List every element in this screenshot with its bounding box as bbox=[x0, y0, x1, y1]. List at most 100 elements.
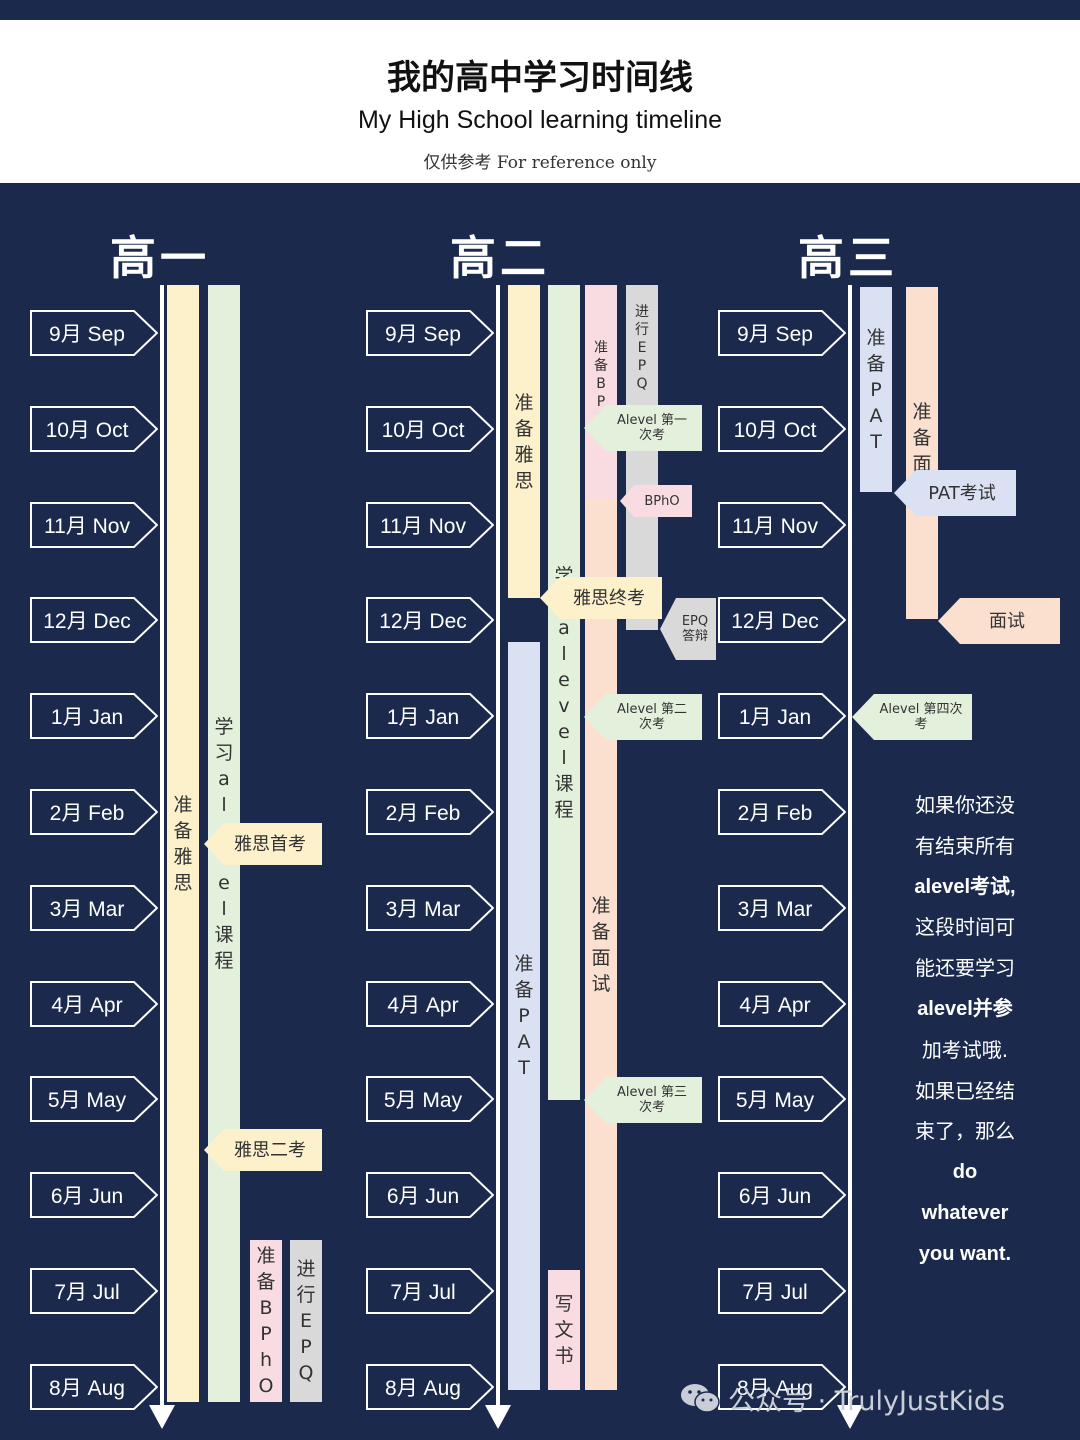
y2-ielts-final-text: 雅思终考 bbox=[573, 587, 645, 609]
month-label: 7月 Jul bbox=[54, 1281, 120, 1304]
page-title: 我的高中学习时间线 bbox=[387, 58, 693, 98]
month-marker: 5月 May bbox=[30, 1076, 158, 1122]
month-label: 12月 Dec bbox=[379, 610, 467, 633]
month-label: 8月 Aug bbox=[737, 1377, 813, 1400]
note-line: 能还要学习 bbox=[915, 956, 1015, 981]
month-label: 4月 Apr bbox=[387, 994, 459, 1017]
month-label: 12月 Dec bbox=[43, 610, 131, 633]
month-marker: 3月 Mar bbox=[30, 885, 158, 931]
month-marker: 10月 Oct bbox=[30, 406, 158, 452]
month-marker: 4月 Apr bbox=[366, 981, 494, 1027]
month-label: 5月 May bbox=[735, 1089, 815, 1112]
note-line: whatever bbox=[921, 1201, 1009, 1224]
year-2-axis bbox=[496, 285, 500, 1413]
month-label: 1月 Jan bbox=[50, 706, 124, 729]
month-marker: 9月 Sep bbox=[718, 310, 846, 356]
month-label: 11月 Nov bbox=[380, 515, 466, 538]
month-marker: 2月 Feb bbox=[718, 789, 846, 835]
header: 我的高中学习时间线 My High School learning timeli… bbox=[0, 20, 1080, 183]
month-label: 2月 Feb bbox=[737, 802, 813, 825]
month-label: 8月 Aug bbox=[385, 1377, 461, 1400]
y2-alevel-bar: 学习alevel课程 bbox=[548, 285, 580, 1100]
month-marker: 5月 May bbox=[366, 1076, 494, 1122]
y3-pat-exam-text: PAT考试 bbox=[928, 482, 996, 504]
month-label: 12月 Dec bbox=[731, 610, 819, 633]
month-marker: 8月 Aug bbox=[30, 1364, 158, 1410]
y2-ielts-final-tag: 雅思终考 bbox=[540, 577, 662, 619]
note-line: you want. bbox=[918, 1242, 1012, 1265]
month-label: 6月 Jun bbox=[386, 1185, 460, 1208]
month-label: 5月 May bbox=[47, 1089, 127, 1112]
y3-alevel-4-text: Alevel 第四次考 bbox=[879, 702, 963, 732]
month-label: 2月 Feb bbox=[49, 802, 125, 825]
month-label: 7月 Jul bbox=[742, 1281, 808, 1304]
y3-alevel-4-tag: Alevel 第四次考 bbox=[852, 694, 972, 740]
y1-ielts-label: 准备雅思 bbox=[173, 793, 193, 894]
month-label: 10月 Oct bbox=[381, 419, 465, 442]
note-line: 如果你还没 bbox=[915, 793, 1015, 817]
y2-epq-defense-tag: EPQ答辩 bbox=[660, 598, 716, 660]
year-3-axis bbox=[848, 285, 852, 1413]
month-marker: 11月 Nov bbox=[366, 502, 494, 548]
month-marker: 2月 Feb bbox=[366, 789, 494, 835]
footer-text: 公众号 · TrulyJustKids bbox=[728, 1385, 1006, 1417]
month-marker: 12月 Dec bbox=[366, 597, 494, 643]
month-marker: 7月 Jul bbox=[366, 1268, 494, 1314]
month-marker: 10月 Oct bbox=[366, 406, 494, 452]
month-label: 7月 Jul bbox=[390, 1281, 456, 1304]
month-marker: 11月 Nov bbox=[718, 502, 846, 548]
month-marker: 9月 Sep bbox=[366, 310, 494, 356]
month-marker: 7月 Jul bbox=[30, 1268, 158, 1314]
month-marker: 4月 Apr bbox=[718, 981, 846, 1027]
month-marker: 1月 Jan bbox=[366, 693, 494, 739]
year-3-axis-arrow bbox=[837, 1405, 863, 1429]
y1-ielts-bar: 准备雅思 bbox=[167, 285, 199, 1402]
month-label: 1月 Jan bbox=[386, 706, 460, 729]
y2-ielts-bar: 准备雅思 bbox=[508, 285, 540, 598]
month-marker: 1月 Jan bbox=[30, 693, 158, 739]
y3-interview-bar: 准备面 bbox=[906, 287, 938, 619]
month-marker: 6月 Jun bbox=[366, 1172, 494, 1218]
y2-ielts-label: 准备雅思 bbox=[514, 391, 534, 492]
year-2-heading: 高二 bbox=[450, 231, 550, 285]
month-marker: 2月 Feb bbox=[30, 789, 158, 835]
month-label: 6月 Jun bbox=[50, 1185, 124, 1208]
month-label: 8月 Aug bbox=[49, 1377, 125, 1400]
year-1-axis bbox=[160, 285, 164, 1413]
year-2-axis-arrow bbox=[485, 1405, 511, 1429]
month-label: 1月 Jan bbox=[738, 706, 812, 729]
note-line: 这段时间可 bbox=[915, 915, 1015, 940]
y2-alevel-3-text: Alevel 第三次考 bbox=[617, 1085, 687, 1115]
month-marker: 6月 Jun bbox=[718, 1172, 846, 1218]
month-label: 2月 Feb bbox=[385, 802, 461, 825]
month-label: 9月 Sep bbox=[49, 323, 125, 346]
footer-watermark: 公众号 · TrulyJustKids bbox=[680, 1376, 1060, 1420]
month-marker: 12月 Dec bbox=[718, 597, 846, 643]
note-line: 加考试哦. bbox=[921, 1037, 1009, 1062]
month-label: 4月 Apr bbox=[51, 994, 123, 1017]
y3-pat-exam-tag: PAT考试 bbox=[894, 470, 1016, 516]
month-marker: 5月 May bbox=[718, 1076, 846, 1122]
month-marker: 9月 Sep bbox=[30, 310, 158, 356]
y2-alevel-3-tag: Alevel 第三次考 bbox=[584, 1077, 702, 1123]
month-label: 6月 Jun bbox=[738, 1185, 812, 1208]
y2-epq-defense-text: EPQ答辩 bbox=[681, 614, 709, 644]
month-label: 11月 Nov bbox=[732, 515, 818, 538]
y2-bpho-tag: BPhO bbox=[620, 485, 692, 517]
y2-alevel-1-tag: Alevel 第一次考 bbox=[584, 405, 702, 451]
note-line: alevel并参 bbox=[917, 997, 1013, 1020]
year-1-axis-arrow bbox=[149, 1405, 175, 1429]
month-marker: 4月 Apr bbox=[30, 981, 158, 1027]
month-label: 3月 Mar bbox=[385, 898, 461, 921]
month-label: 4月 Apr bbox=[739, 994, 811, 1017]
y2-bpho-text: BPhO bbox=[644, 493, 680, 509]
note-line: 束了，那么 bbox=[915, 1119, 1015, 1144]
note-line: do bbox=[952, 1161, 978, 1184]
y2-interview-label: 准备面试 bbox=[591, 895, 611, 995]
y3-interview-label: 准备面 bbox=[912, 401, 932, 475]
year-1-heading: 高一 bbox=[110, 231, 210, 285]
